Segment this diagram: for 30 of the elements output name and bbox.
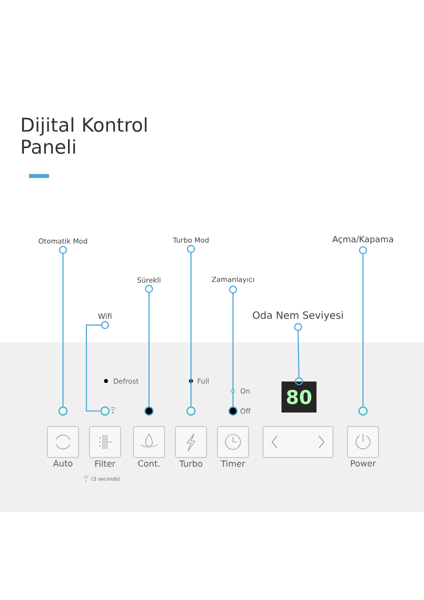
leader-line: [187, 244, 195, 406]
indicator-light: [144, 406, 154, 416]
node-label: Filter: [95, 460, 116, 467]
callout-label: Oda Nem Seviyesi: [252, 311, 343, 321]
control-button: Timer: [217, 426, 249, 467]
node-label: Timer: [220, 460, 246, 467]
humidity-display: 80: [282, 382, 316, 412]
control-button: Filter: [89, 426, 121, 467]
leader-line: [59, 246, 67, 406]
callout-label: Açma/Kapama: [332, 236, 393, 244]
control-button: Turbo: [175, 426, 207, 467]
leader-line: [294, 323, 303, 386]
indicator-light: [358, 406, 368, 416]
control-button: Auto: [47, 426, 79, 467]
leader-line: [359, 246, 367, 406]
indicator-light: [228, 406, 238, 416]
leader-line: [86, 321, 109, 412]
node-label: Turbo: [179, 460, 202, 467]
indicator-light: [186, 406, 196, 416]
indicator-light: [58, 406, 68, 416]
node-label: Cont.: [138, 460, 160, 467]
title: Dijital Kontrol Paneli: [22, 117, 147, 154]
indicator-light: [100, 406, 110, 416]
node-label: Auto: [53, 460, 72, 467]
node-label: Power: [350, 460, 376, 467]
leader-line: [229, 286, 237, 406]
control-button: Cont.: [133, 426, 165, 467]
arrow-buttons: [262, 426, 334, 458]
control-button: Power: [347, 426, 379, 467]
leader-line: [145, 284, 153, 406]
